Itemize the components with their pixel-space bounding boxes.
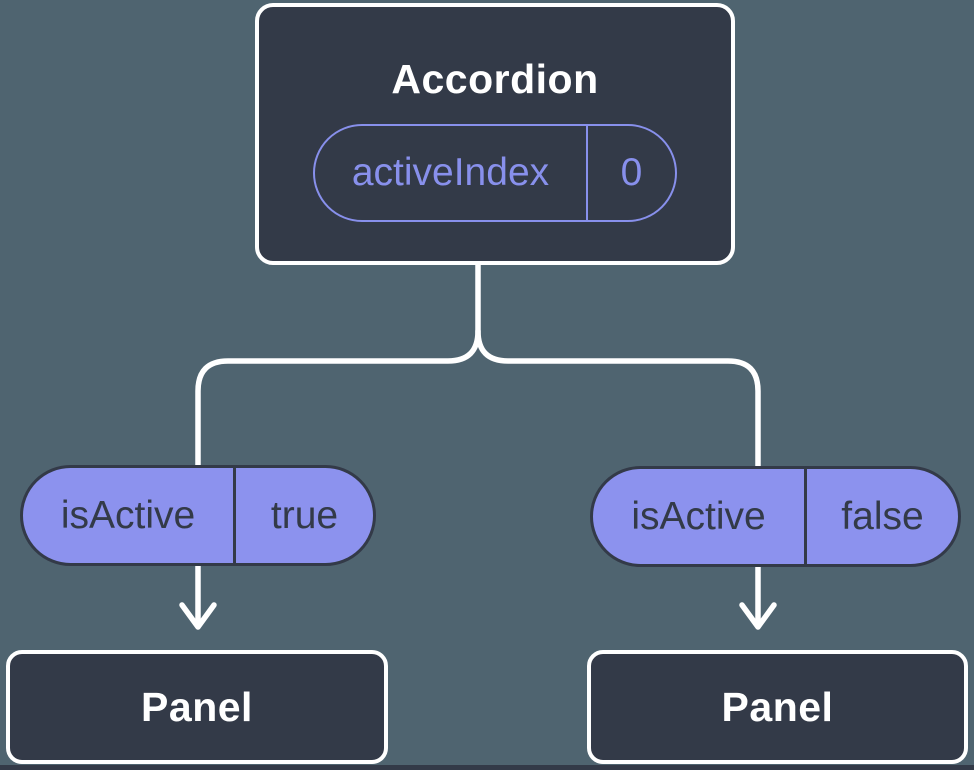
node-panel-right: Panel [587,650,968,764]
prop-pill-isactive-false: isActive false [590,466,961,567]
connector-branch-right [475,328,761,473]
prop-name: isActive [23,468,236,563]
prop-name: isActive [593,469,807,564]
state-pill-activeindex: activeIndex 0 [313,124,677,222]
arrow-down-right-icon [739,560,777,630]
state-value: 0 [620,151,643,194]
prop-value: true [270,493,339,537]
arrow-down-left-icon [179,560,217,630]
node-panel-left: Panel [6,650,388,764]
node-panel-left-title: Panel [141,684,253,730]
connector-branch-left [195,261,481,473]
node-panel-right-title: Panel [721,684,834,730]
bottom-edge-strip [0,765,974,770]
prop-value: false [841,494,924,538]
state-name: activeIndex [315,126,588,220]
node-accordion-title: Accordion [391,56,599,102]
node-accordion: Accordion activeIndex 0 [255,3,735,265]
prop-pill-isactive-true: isActive true [20,465,376,566]
